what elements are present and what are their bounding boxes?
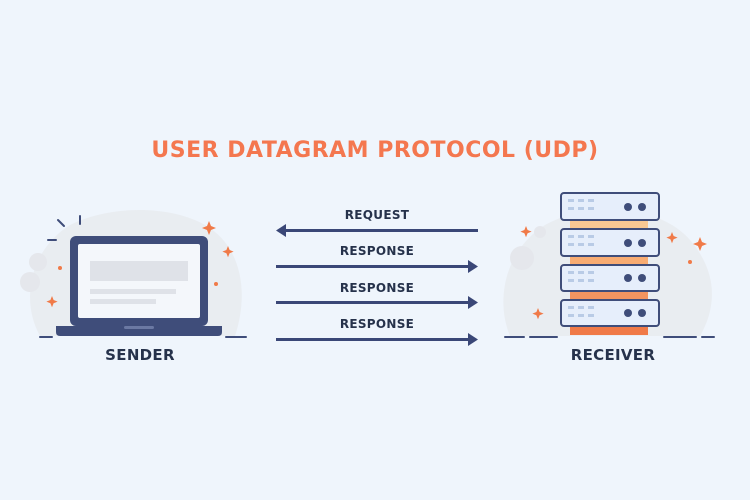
laptop-base [56, 326, 222, 336]
receiver-bubble [534, 226, 546, 238]
receiver-label: RECEIVER [570, 346, 656, 364]
sparkle-dot [58, 266, 62, 270]
sparkle-dot [688, 260, 692, 264]
response-arrow [276, 296, 478, 309]
server-rack-icon [560, 192, 660, 335]
sparkle-icon [46, 221, 707, 320]
server-unit [560, 228, 660, 257]
server-unit [560, 299, 660, 327]
request-label: REQUEST [344, 208, 410, 222]
laptop-icon [56, 236, 222, 336]
sender-label: SENDER [105, 346, 175, 364]
accent-dash [57, 219, 65, 227]
server-unit [560, 192, 660, 221]
response-arrow [276, 333, 478, 346]
sender-bubble [20, 272, 40, 292]
response-label: RESPONSE [339, 281, 415, 295]
response-label: RESPONSE [339, 244, 415, 258]
sender-bubble [29, 253, 47, 271]
response-label: RESPONSE [339, 317, 415, 331]
diagram-title: USER DATAGRAM PROTOCOL (UDP) [151, 138, 599, 163]
response-arrow [276, 260, 478, 273]
receiver-bubble [510, 246, 534, 270]
request-arrow [276, 224, 478, 237]
sparkle-dot [214, 282, 218, 286]
server-unit [560, 264, 660, 292]
